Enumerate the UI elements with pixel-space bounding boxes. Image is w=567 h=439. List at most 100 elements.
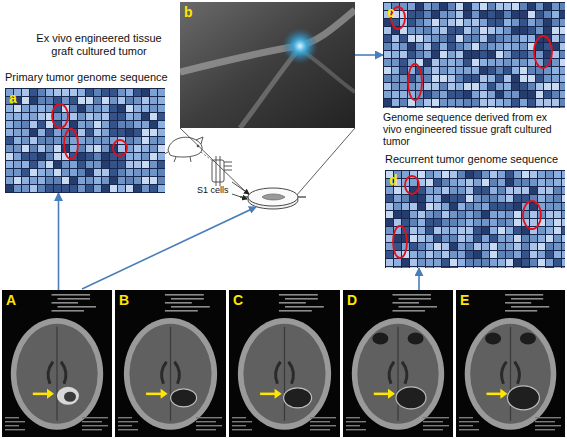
- grid-cell: [54, 177, 61, 184]
- grid-cell: [86, 145, 93, 152]
- overlay-mark: [505, 294, 543, 296]
- grid-cell: [442, 259, 449, 266]
- grid-cell: [142, 97, 149, 104]
- grid-cell: [402, 203, 409, 210]
- grid-cell: [386, 259, 393, 266]
- grid-cell: [78, 97, 85, 104]
- brain: [357, 324, 438, 424]
- grid-cell: [402, 267, 409, 268]
- pointer-arrow-head: [47, 389, 54, 399]
- grid-cell: [522, 251, 529, 258]
- mri-scan: [2, 290, 112, 437]
- grid-cell: [38, 129, 45, 136]
- grid-cell: [506, 211, 513, 218]
- lesion: [284, 388, 312, 408]
- grid-cell: [94, 177, 101, 184]
- ventricle: [48, 362, 66, 384]
- pointer-arrow-head: [500, 389, 507, 399]
- grid-cell: [514, 203, 521, 210]
- grid-cell: [30, 169, 37, 176]
- grid-cell: [408, 43, 415, 50]
- grid-cell: [490, 235, 497, 242]
- grid-cell: [70, 105, 77, 112]
- grid-cell: [22, 161, 29, 168]
- grid-cell: [450, 251, 457, 258]
- grid-cell: [450, 243, 457, 250]
- grid-cell: [456, 51, 463, 58]
- grid-cell: [512, 107, 519, 108]
- grid-cell: [488, 83, 495, 90]
- mri-panel: A: [2, 290, 112, 437]
- grid-cell: [544, 91, 551, 98]
- grid-cell: [536, 99, 543, 106]
- panel-heading: Recurrent tumor genome sequence: [385, 153, 558, 166]
- grid-cell: [434, 195, 441, 202]
- grid-cell: [464, 107, 471, 108]
- grid-cell: [506, 195, 513, 202]
- grid-cell: [14, 121, 21, 128]
- grid-cell: [506, 203, 513, 210]
- grid-cell: [424, 67, 431, 74]
- grid-cell: [70, 137, 77, 144]
- grid-cell: [464, 99, 471, 106]
- grid-cell: [408, 3, 415, 10]
- grid-cell: [488, 107, 495, 108]
- grid-cell: [450, 195, 457, 202]
- overlay-mark: [346, 417, 360, 418]
- grid-cell: [458, 179, 465, 186]
- grid-cell: [554, 235, 561, 242]
- grid-cell: [450, 259, 457, 266]
- grid-cell: [400, 67, 407, 74]
- grid-cell: [562, 219, 565, 226]
- grid-cell: [474, 251, 481, 258]
- overlay-mark: [118, 417, 132, 418]
- grid-cell: [490, 259, 497, 266]
- skull: [124, 318, 217, 430]
- grid-cell: [488, 19, 495, 26]
- grid-cell: [400, 51, 407, 58]
- grid-ground: [385, 170, 565, 268]
- grid-cell: [458, 243, 465, 250]
- grid-cell: [150, 177, 157, 184]
- grid-cell: [142, 137, 149, 144]
- grid-cell: [38, 121, 45, 128]
- grid-cell: [538, 235, 545, 242]
- grid-cell: [520, 59, 527, 66]
- grid-cell: [480, 91, 487, 98]
- grid-cell: [464, 59, 471, 66]
- overlay-mark: [459, 417, 473, 418]
- grid-cell: [458, 219, 465, 226]
- grid-cell: [142, 129, 149, 136]
- grid-cell: [482, 171, 489, 178]
- grid-cell: [450, 227, 457, 234]
- grid-cell: [70, 121, 77, 128]
- grid-cell: [536, 83, 543, 90]
- grid-cell: [522, 179, 529, 186]
- grid-cell: [432, 91, 439, 98]
- grid-cell: [150, 137, 157, 144]
- grid-cell: [416, 35, 423, 42]
- grid-cell: [546, 171, 553, 178]
- dissociation-device: [212, 156, 232, 186]
- grid-cell: [78, 161, 85, 168]
- grid-cell: [158, 113, 165, 120]
- mri-scan: [115, 290, 226, 437]
- grid-cell: [440, 19, 447, 26]
- grid-cell: [150, 105, 157, 112]
- grid-cell: [474, 179, 481, 186]
- grid-cell: [110, 121, 117, 128]
- grid-cell: [456, 67, 463, 74]
- grid-cell: [530, 219, 537, 226]
- grid-cell: [528, 67, 535, 74]
- grid-cell: [498, 259, 505, 266]
- grid-cell: [458, 203, 465, 210]
- grid-cell: [554, 243, 561, 250]
- grid-cell: [512, 3, 519, 10]
- grid-cell: [456, 27, 463, 34]
- grid-cell: [386, 219, 393, 226]
- grid-cell: [78, 185, 85, 192]
- grid-cell: [14, 105, 21, 112]
- grid-cell: [126, 89, 133, 96]
- grid-cell: [528, 27, 535, 34]
- overlay-mark: [310, 417, 336, 418]
